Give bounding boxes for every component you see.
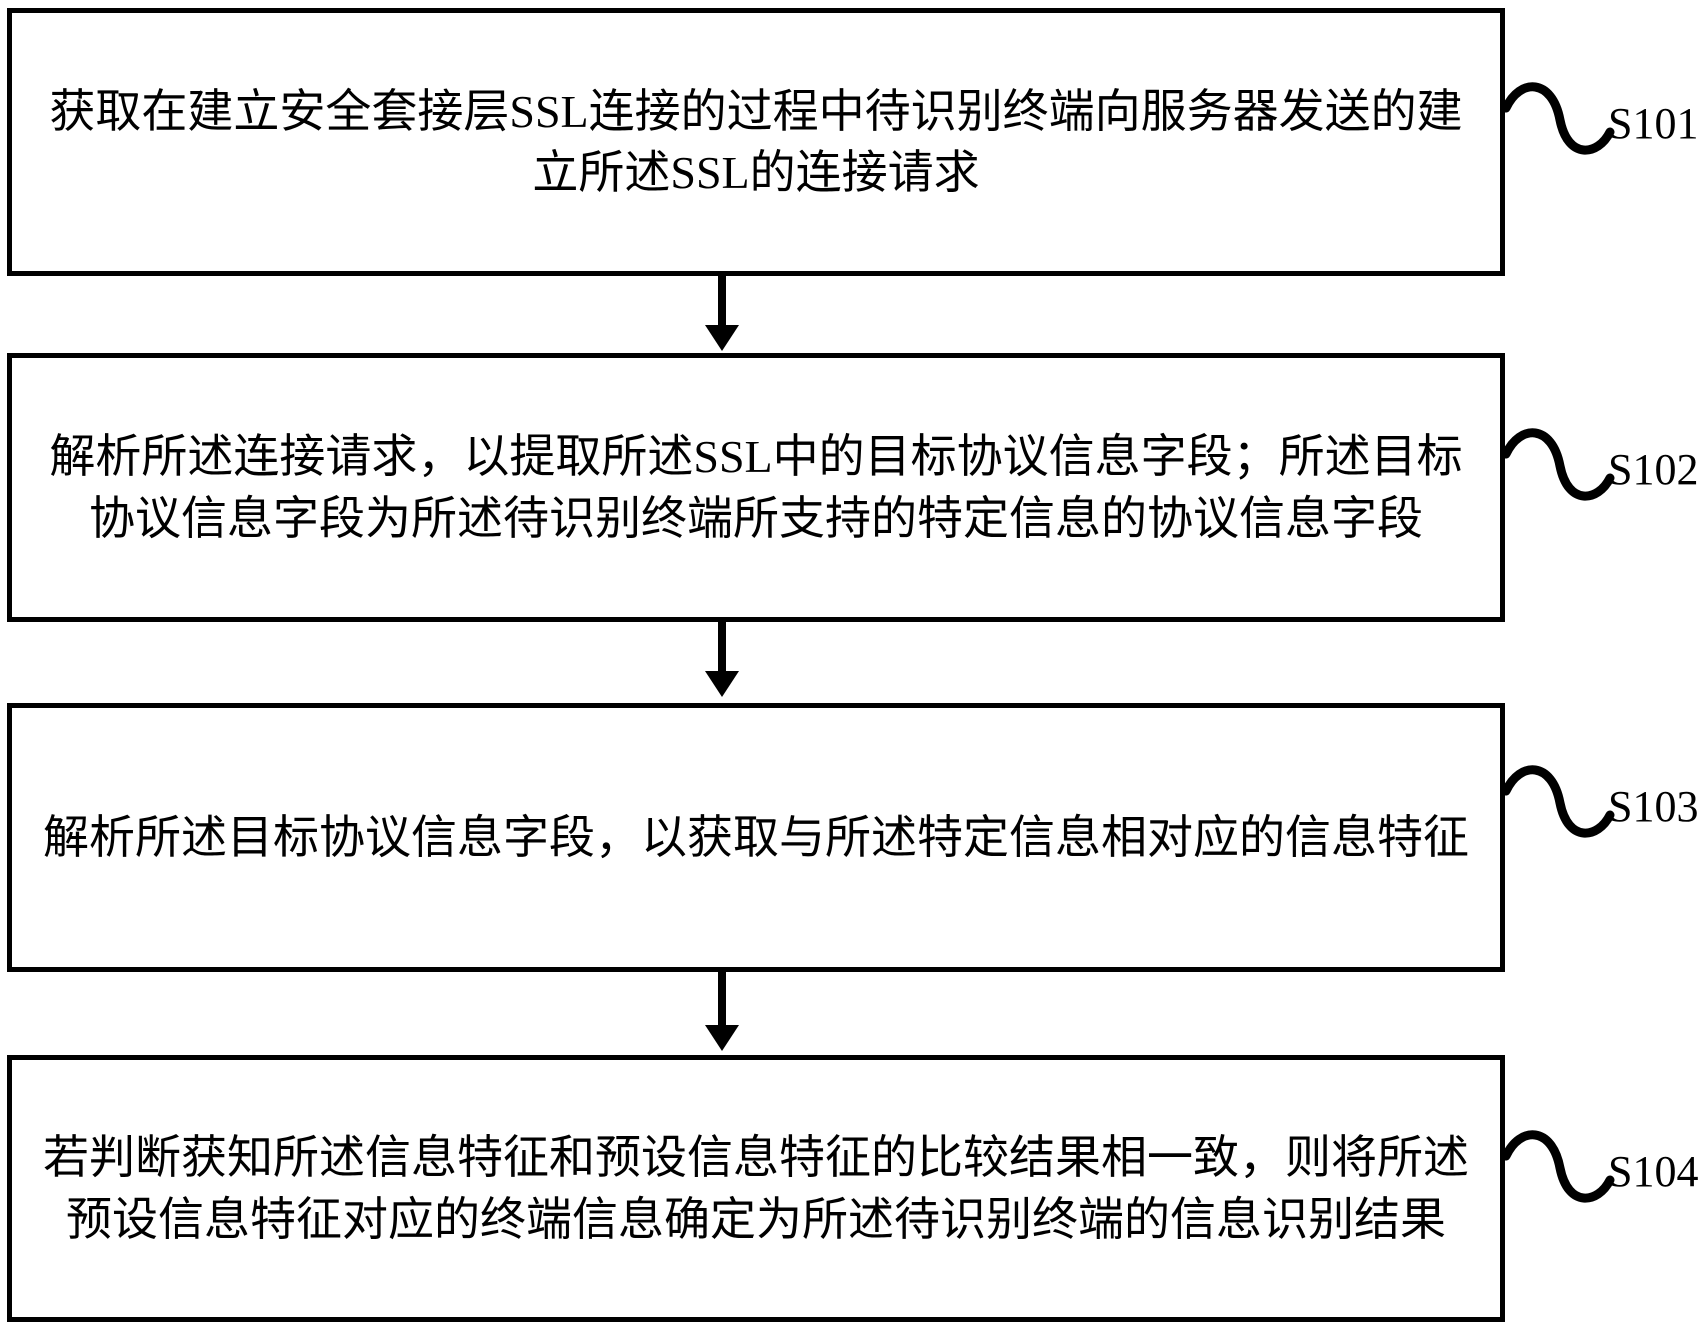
connector-arrowhead-s101-s102 <box>705 325 739 351</box>
connector-arrowhead-s102-s103 <box>705 671 739 697</box>
squiggle-connector-s103 <box>1501 765 1615 838</box>
connector-arrowhead-s103-s104 <box>705 1025 739 1051</box>
flow-step-box-s101: 获取在建立安全套接层SSL连接的过程中待识别终端向服务器发送的建立所述SSL的连… <box>7 8 1505 276</box>
squiggle-connector-s104 <box>1501 1130 1615 1203</box>
step-label-s103: S103 <box>1608 782 1699 831</box>
connector-arrow-s103-s104 <box>718 972 726 1027</box>
connector-arrow-s102-s103 <box>718 622 726 673</box>
flow-step-text-s104: 若判断获知所述信息特征和预设信息特征的比较结果相一致，则将所述预设信息特征对应的… <box>43 1132 1469 1245</box>
flow-step-box-s102: 解析所述连接请求，以提取所述SSL中的目标协议信息字段；所述目标协议信息字段为所… <box>7 353 1505 622</box>
flow-step-box-s104: 若判断获知所述信息特征和预设信息特征的比较结果相一致，则将所述预设信息特征对应的… <box>7 1055 1505 1322</box>
flow-step-text-s102: 解析所述连接请求，以提取所述SSL中的目标协议信息字段；所述目标协议信息字段为所… <box>49 431 1463 544</box>
flow-step-box-s103: 解析所述目标协议信息字段，以获取与所述特定信息相对应的信息特征 <box>7 703 1505 972</box>
connector-arrow-s101-s102 <box>718 276 726 327</box>
squiggle-connector-s101 <box>1501 82 1615 155</box>
flow-step-text-s101: 获取在建立安全套接层SSL连接的过程中待识别终端向服务器发送的建立所述SSL的连… <box>49 85 1463 198</box>
squiggle-connector-s102 <box>1501 428 1615 501</box>
step-label-s102: S102 <box>1608 445 1699 494</box>
step-label-s104: S104 <box>1608 1147 1699 1196</box>
step-label-s101: S101 <box>1608 99 1699 148</box>
flow-step-text-s103: 解析所述目标协议信息字段，以获取与所述特定信息相对应的信息特征 <box>43 811 1469 863</box>
